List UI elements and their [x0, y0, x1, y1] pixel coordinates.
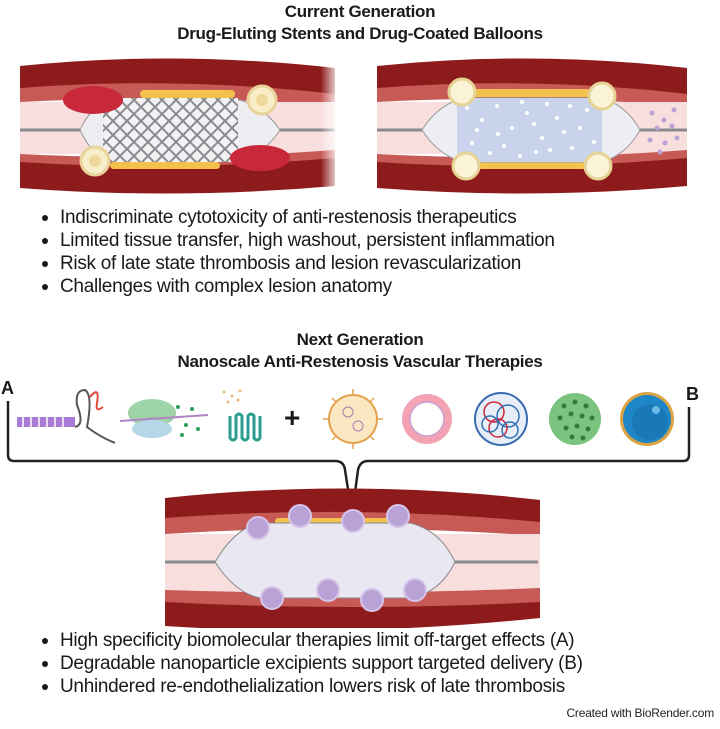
micelle-nanoparticle-icon [323, 389, 383, 449]
current-generation-limitations: Indiscriminate cytotoxicity of anti-rest… [38, 206, 555, 298]
nanoparticle-coated-balloon-illustration [165, 488, 540, 628]
bullet-item: Challenges with complex lesion anatomy [38, 275, 555, 298]
porous-nanoparticle-icon [549, 393, 601, 445]
polymeric-nanoparticle-icon [474, 392, 528, 446]
drug-eluting-stent-illustration [15, 58, 340, 198]
current-generation-subtitle: Drug-Eluting Stents and Drug-Coated Ball… [177, 24, 543, 43]
next-generation-title: Next Generation [296, 330, 424, 349]
nucleic-acid-therapy-icon [17, 388, 115, 444]
biorender-credit: Created with BioRender.com [566, 706, 714, 720]
core-shell-nanoparticle-icon [620, 392, 674, 446]
label-a: A [1, 378, 14, 398]
bullet-item: High specificity biomolecular therapies … [38, 629, 583, 652]
receptor-targeting-therapy-icon [222, 389, 262, 442]
plus-sign: + [284, 402, 301, 433]
protein-ribosome-therapy-icon [120, 399, 209, 438]
next-generation-subtitle: Nanoscale Anti-Restenosis Vascular Thera… [177, 352, 543, 371]
drug-coated-balloon-illustration [377, 58, 687, 194]
label-b: B [686, 384, 699, 404]
bullet-item: Degradable nanoparticle excipients suppo… [38, 652, 583, 675]
current-generation-title: Current Generation [284, 2, 436, 21]
bullet-item: Limited tissue transfer, high washout, p… [38, 229, 555, 252]
bullet-item: Indiscriminate cytotoxicity of anti-rest… [38, 206, 555, 229]
liposome-nanoparticle-icon [402, 394, 452, 444]
next-generation-benefits: High specificity biomolecular therapies … [38, 629, 583, 698]
bullet-item: Risk of late state thrombosis and lesion… [38, 252, 555, 275]
bullet-item: Unhindered re-endothelialization lowers … [38, 675, 583, 698]
